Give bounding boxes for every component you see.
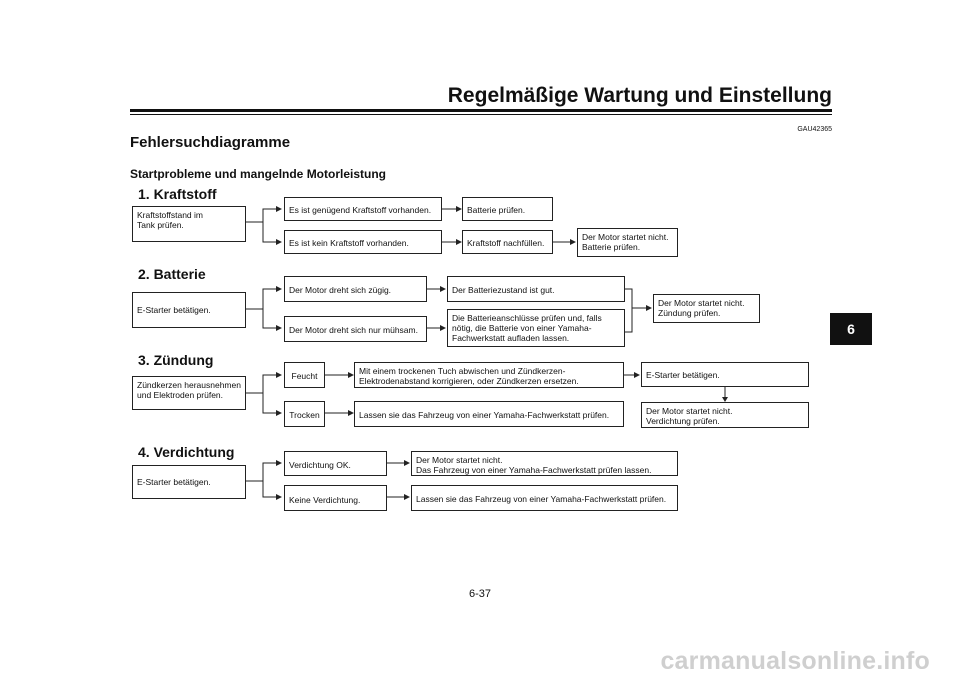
section-title-battery: 2. Batterie [138, 266, 206, 282]
header-rule [130, 109, 832, 112]
compression-bad-box: Keine Verdichtung. [284, 485, 387, 511]
ignition-wet-action-box: Mit einem trockenen Tuch abwischen und Z… [354, 362, 624, 388]
compression-bad-next-box: Lassen sie das Fahrzeug von einer Yamaha… [411, 485, 678, 511]
battery-start-box: E-Starter betätigen. [132, 292, 246, 328]
chapter-tab: 6 [830, 313, 872, 345]
page-title: Fehlersuchdiagramme [130, 134, 291, 151]
ignition-start-box: Zündkerzen herausnehmen und Elektroden p… [132, 376, 246, 410]
ignition-wet-box: Feucht [284, 362, 325, 388]
arrowheads [276, 206, 728, 500]
battery-no-box: Der Motor dreht sich nur mühsam. [284, 316, 427, 342]
fuel-start-box: Kraftstoffstand im Tank prüfen. [132, 206, 246, 242]
section-title-fuel: 1. Kraftstoff [138, 186, 217, 202]
ignition-dry-box: Trocken [284, 401, 325, 427]
watermark: carmanualsonline.info [660, 647, 930, 675]
battery-yes-box: Der Motor dreht sich zügig. [284, 276, 427, 302]
page-subtitle: Startprobleme und mangelnde Motorleistun… [130, 167, 387, 181]
header-rule-thin [130, 114, 832, 115]
section-title-ignition: 3. Zündung [138, 352, 214, 368]
battery-yes-next-box: Der Batteriezustand ist gut. [447, 276, 625, 302]
ignition-result-box: Der Motor startet nicht. Verdichtung prü… [641, 402, 809, 428]
reference-code: GAU42365 [797, 126, 832, 133]
ignition-dry-action-box: Lassen sie das Fahrzeug von einer Yamaha… [354, 401, 624, 427]
fuel-no-box: Es ist kein Kraftstoff vorhanden. [284, 230, 442, 254]
fuel-result-box: Der Motor startet nicht. Batterie prüfen… [577, 228, 678, 257]
compression-ok-next-box: Der Motor startet nicht. Das Fahrzeug vo… [411, 451, 678, 476]
compression-start-box: E-Starter betätigen. [132, 465, 246, 499]
compression-ok-box: Verdichtung OK. [284, 451, 387, 476]
fuel-yes-box: Es ist genügend Kraftstoff vorhanden. [284, 197, 442, 221]
battery-result-box: Der Motor startet nicht. Zündung prüfen. [653, 294, 760, 323]
fuel-no-next-box: Kraftstoff nachfüllen. [462, 230, 553, 254]
fuel-yes-next-box: Batterie prüfen. [462, 197, 553, 221]
page-number: 6-37 [468, 588, 492, 600]
battery-no-next-box: Die Batterieanschlüsse prüfen und, falls… [447, 309, 625, 347]
page-header-title: Regelmäßige Wartung und Einstellung [447, 84, 832, 107]
section-title-compression: 4. Verdichtung [138, 444, 235, 460]
ignition-wet-next-box: E-Starter betätigen. [641, 362, 809, 387]
